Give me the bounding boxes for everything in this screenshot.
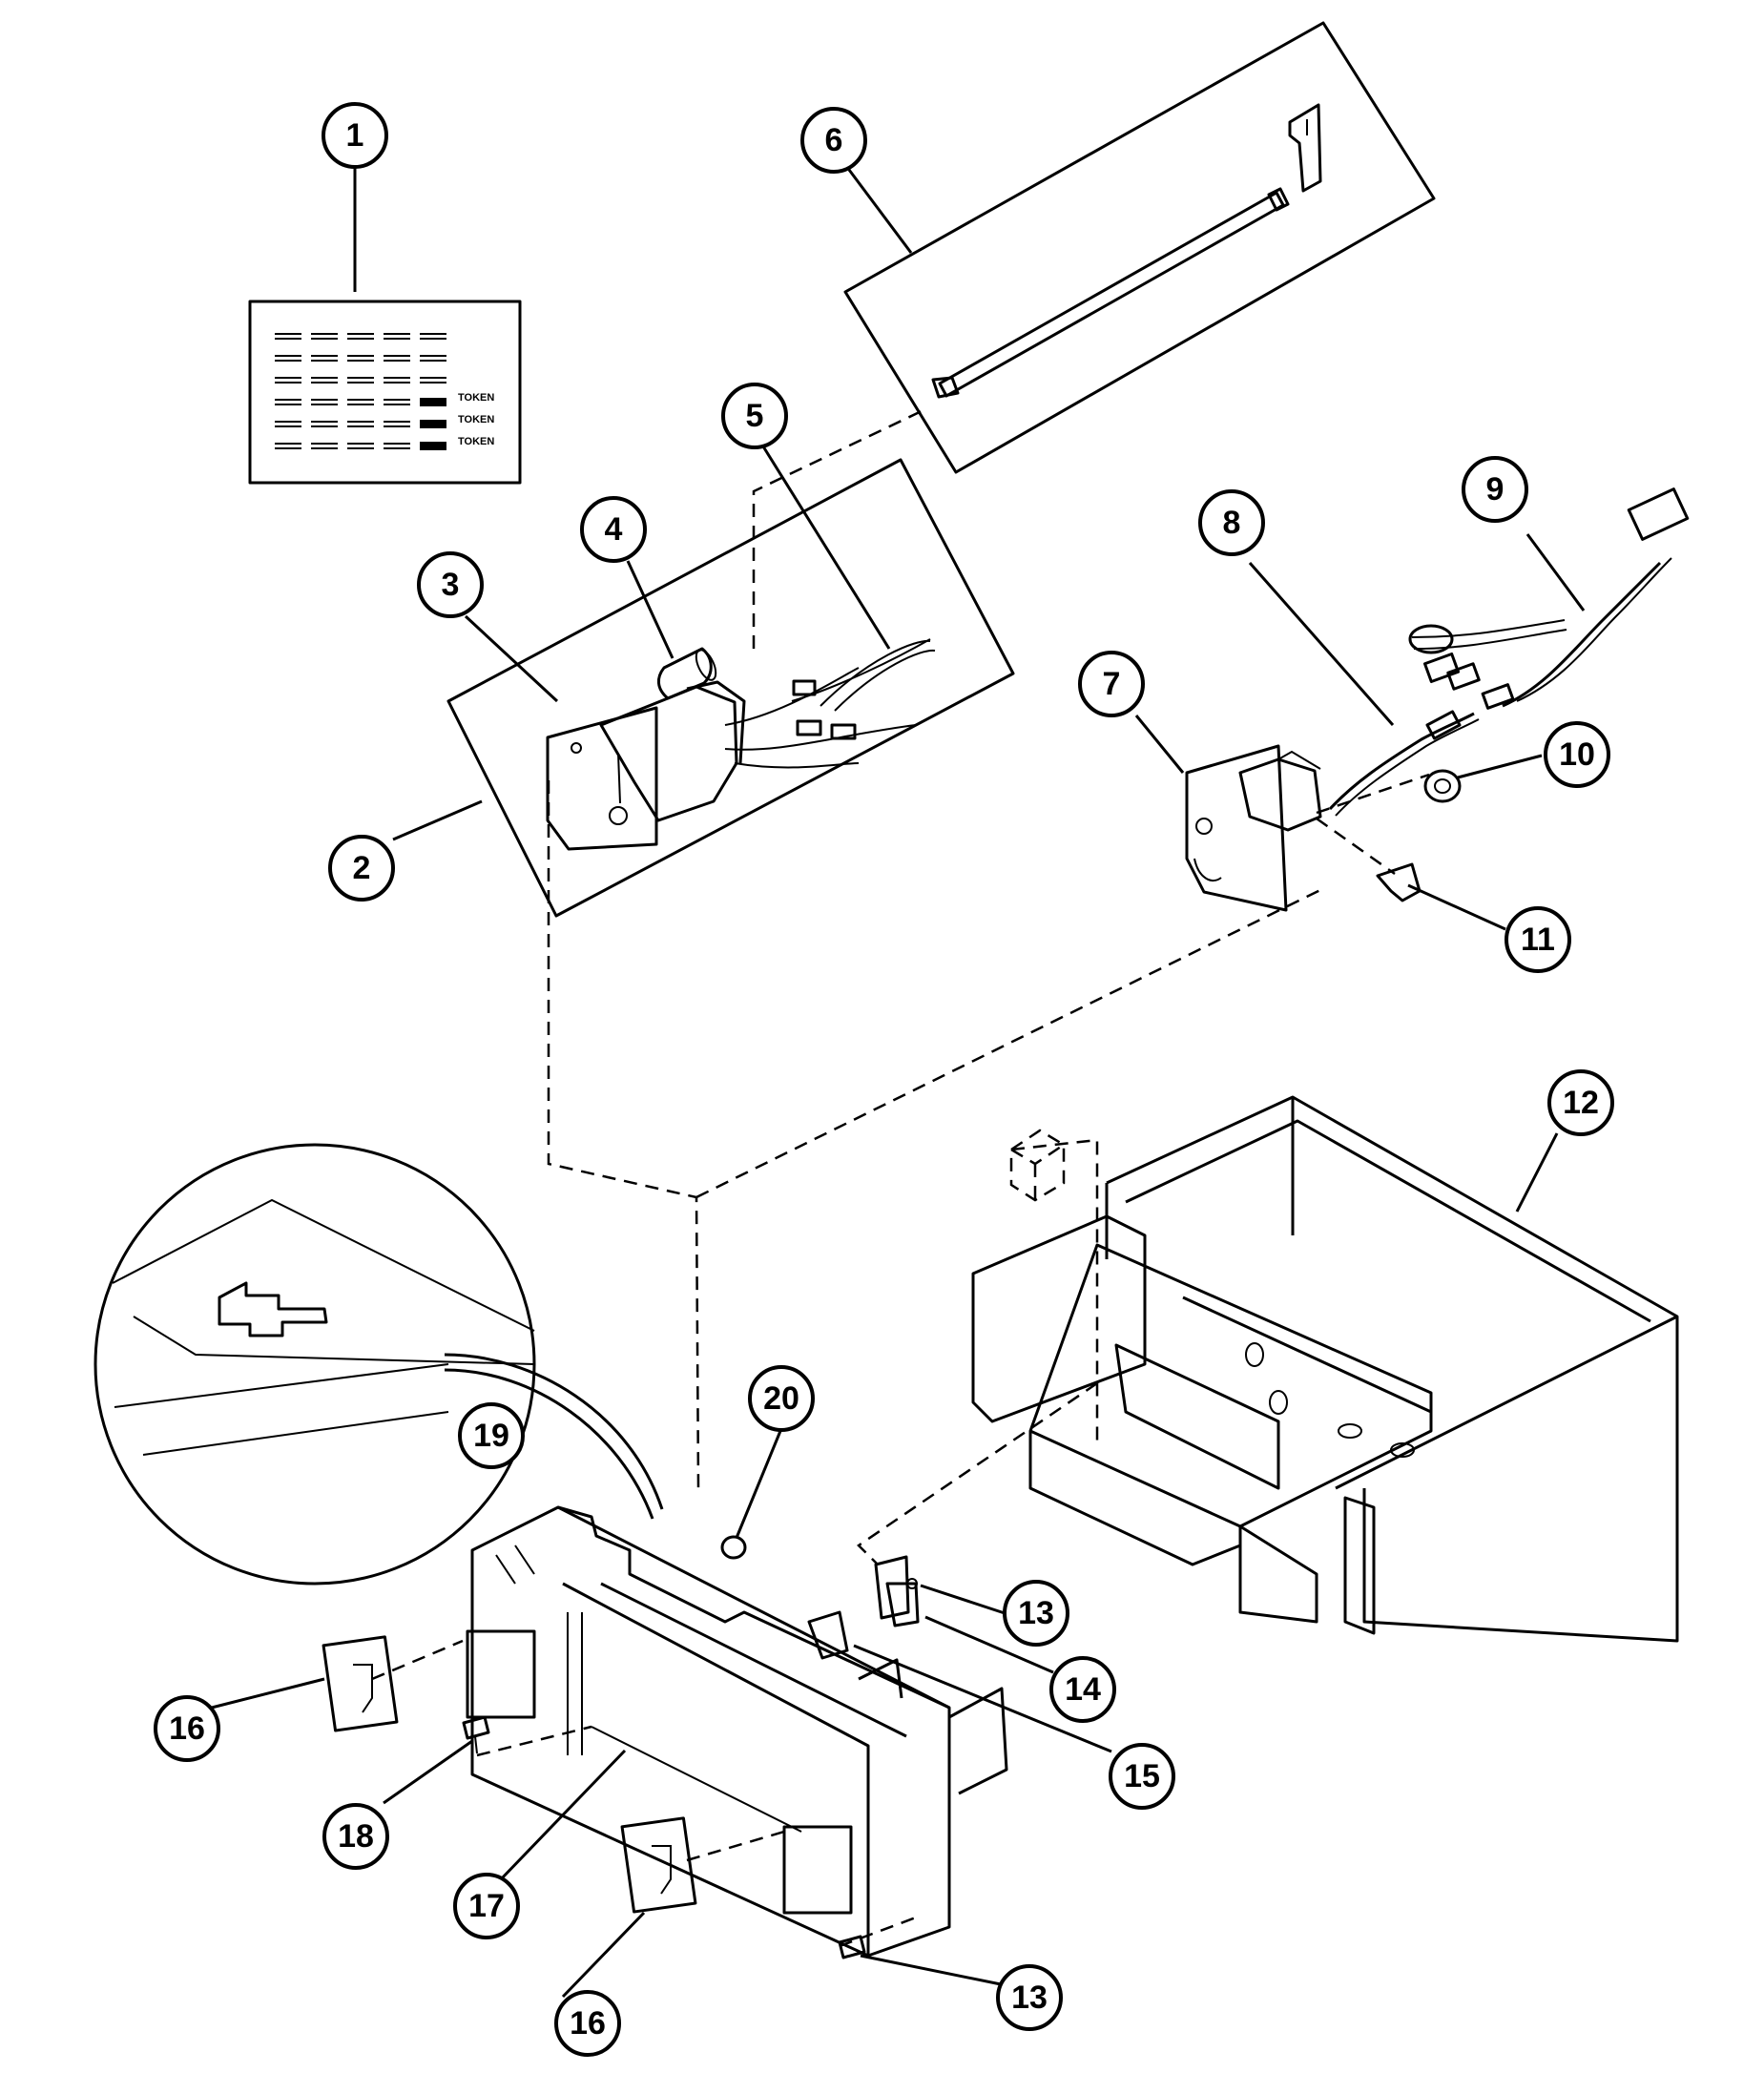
callout-1: 1 [322,102,388,169]
token-swatch [420,442,446,450]
callout-16-left: 16 [154,1695,220,1762]
svg-text:16: 16 [169,1710,205,1747]
svg-text:2: 2 [353,850,371,886]
rod-kit-box [843,21,1436,474]
svg-text:7: 7 [1103,666,1121,702]
svg-text:5: 5 [746,398,764,434]
callout-9: 9 [1462,456,1528,523]
callout-17: 17 [453,1873,520,1939]
callout-4: 4 [580,496,647,563]
leader-lines [199,167,1586,1999]
svg-text:6: 6 [825,122,843,158]
console-panel [322,1505,1008,1959]
svg-text:15: 15 [1124,1758,1160,1794]
callout-18: 18 [322,1803,389,1870]
coin-drop-kit-box [446,458,1015,918]
callout-3: 3 [417,551,484,618]
svg-text:11: 11 [1521,922,1555,958]
callout-5: 5 [721,383,788,449]
callout-16-bottom: 16 [554,1990,621,2057]
svg-text:4: 4 [605,511,623,548]
callout-15: 15 [1109,1743,1175,1810]
cabinet-frame [971,1095,1679,1643]
callout-13-lower: 13 [996,1964,1063,2031]
token-text-1: TOKEN [458,392,494,404]
price-label-card: TOKEN TOKEN TOKEN [248,300,522,485]
detail-view-circle [93,1143,664,1586]
svg-text:3: 3 [442,567,460,603]
token-swatch [420,398,446,406]
svg-text:1: 1 [346,117,364,154]
svg-text:18: 18 [338,1818,374,1855]
token-text-2: TOKEN [458,414,494,425]
callout-12: 12 [1547,1069,1614,1136]
token-text-3: TOKEN [458,436,494,447]
callout-8: 8 [1198,489,1265,556]
assembly-dash-lines [371,408,1430,1948]
svg-text:19: 19 [473,1418,509,1454]
svg-text:17: 17 [468,1888,505,1924]
svg-text:10: 10 [1559,736,1595,773]
callout-14: 14 [1049,1656,1116,1723]
callout-20: 20 [748,1365,815,1432]
svg-text:20: 20 [763,1380,799,1417]
callout-11: 11 [1505,906,1571,973]
svg-text:13: 13 [1011,1980,1048,2016]
token-swatch [420,420,446,428]
svg-text:9: 9 [1486,471,1505,508]
svg-text:8: 8 [1223,505,1241,541]
coin-mechanism-assembly [1185,487,1690,912]
svg-text:14: 14 [1065,1671,1101,1708]
svg-text:16: 16 [570,2005,606,2042]
callout-2: 2 [328,835,395,902]
svg-text:13: 13 [1018,1595,1054,1631]
svg-text:12: 12 [1563,1085,1599,1121]
callout-13-upper: 13 [1003,1580,1069,1647]
callout-6: 6 [800,107,867,174]
callout-10: 10 [1544,721,1610,788]
callout-7: 7 [1078,651,1145,717]
label-dash-lines [275,333,446,450]
callout-19: 19 [458,1402,525,1469]
